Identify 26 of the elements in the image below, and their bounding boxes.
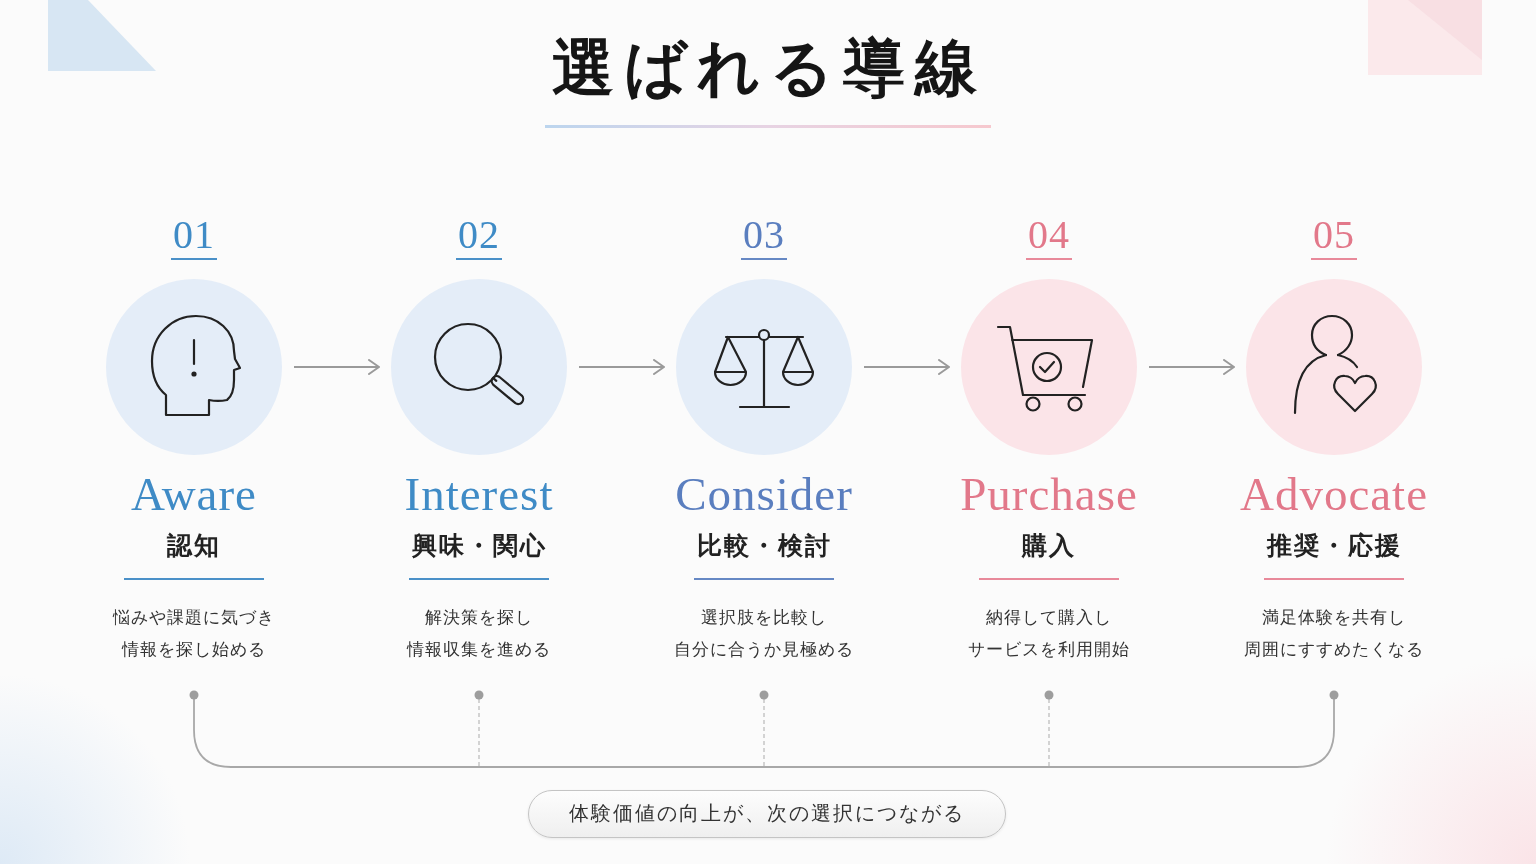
step-name: Advocate [1239, 468, 1429, 520]
step-number: 04 [1028, 213, 1070, 257]
step-subtitle: 認知 [167, 530, 221, 562]
arrow [863, 359, 950, 375]
step-description: 悩みや課題に気づき情報を探し始める [113, 606, 275, 661]
step-number: 02 [458, 213, 500, 257]
step-name: Aware [131, 468, 257, 520]
arrow [1148, 359, 1235, 375]
step-description: 納得して購入しサービスを利用開始 [968, 606, 1130, 661]
step-subtitle: 比較・検討 [696, 530, 832, 562]
title: 選ばれる導線 [551, 30, 987, 106]
step-description: 解決策を探し情報収集を進める [407, 606, 551, 661]
step-subtitle: 興味・関心 [411, 530, 547, 562]
step-description: 選択肢を比較し自分に合うか見極める [674, 606, 854, 661]
step-name: Consider [675, 468, 853, 520]
step-number: 03 [743, 213, 785, 257]
step-number: 05 [1313, 213, 1355, 257]
step-description: 満足体験を共有し周囲にすすめたくなる [1244, 606, 1424, 661]
step-name: Purchase [960, 468, 1138, 520]
arrow [293, 359, 380, 375]
step-subtitle: 推奨・応援 [1266, 530, 1402, 562]
step-subtitle: 購入 [1022, 530, 1076, 562]
arrow [578, 359, 665, 375]
summary-pill: 体験価値の向上が、次の選択につながる [528, 790, 1006, 838]
step-number: 01 [173, 213, 215, 257]
step-name: Interest [404, 468, 554, 520]
